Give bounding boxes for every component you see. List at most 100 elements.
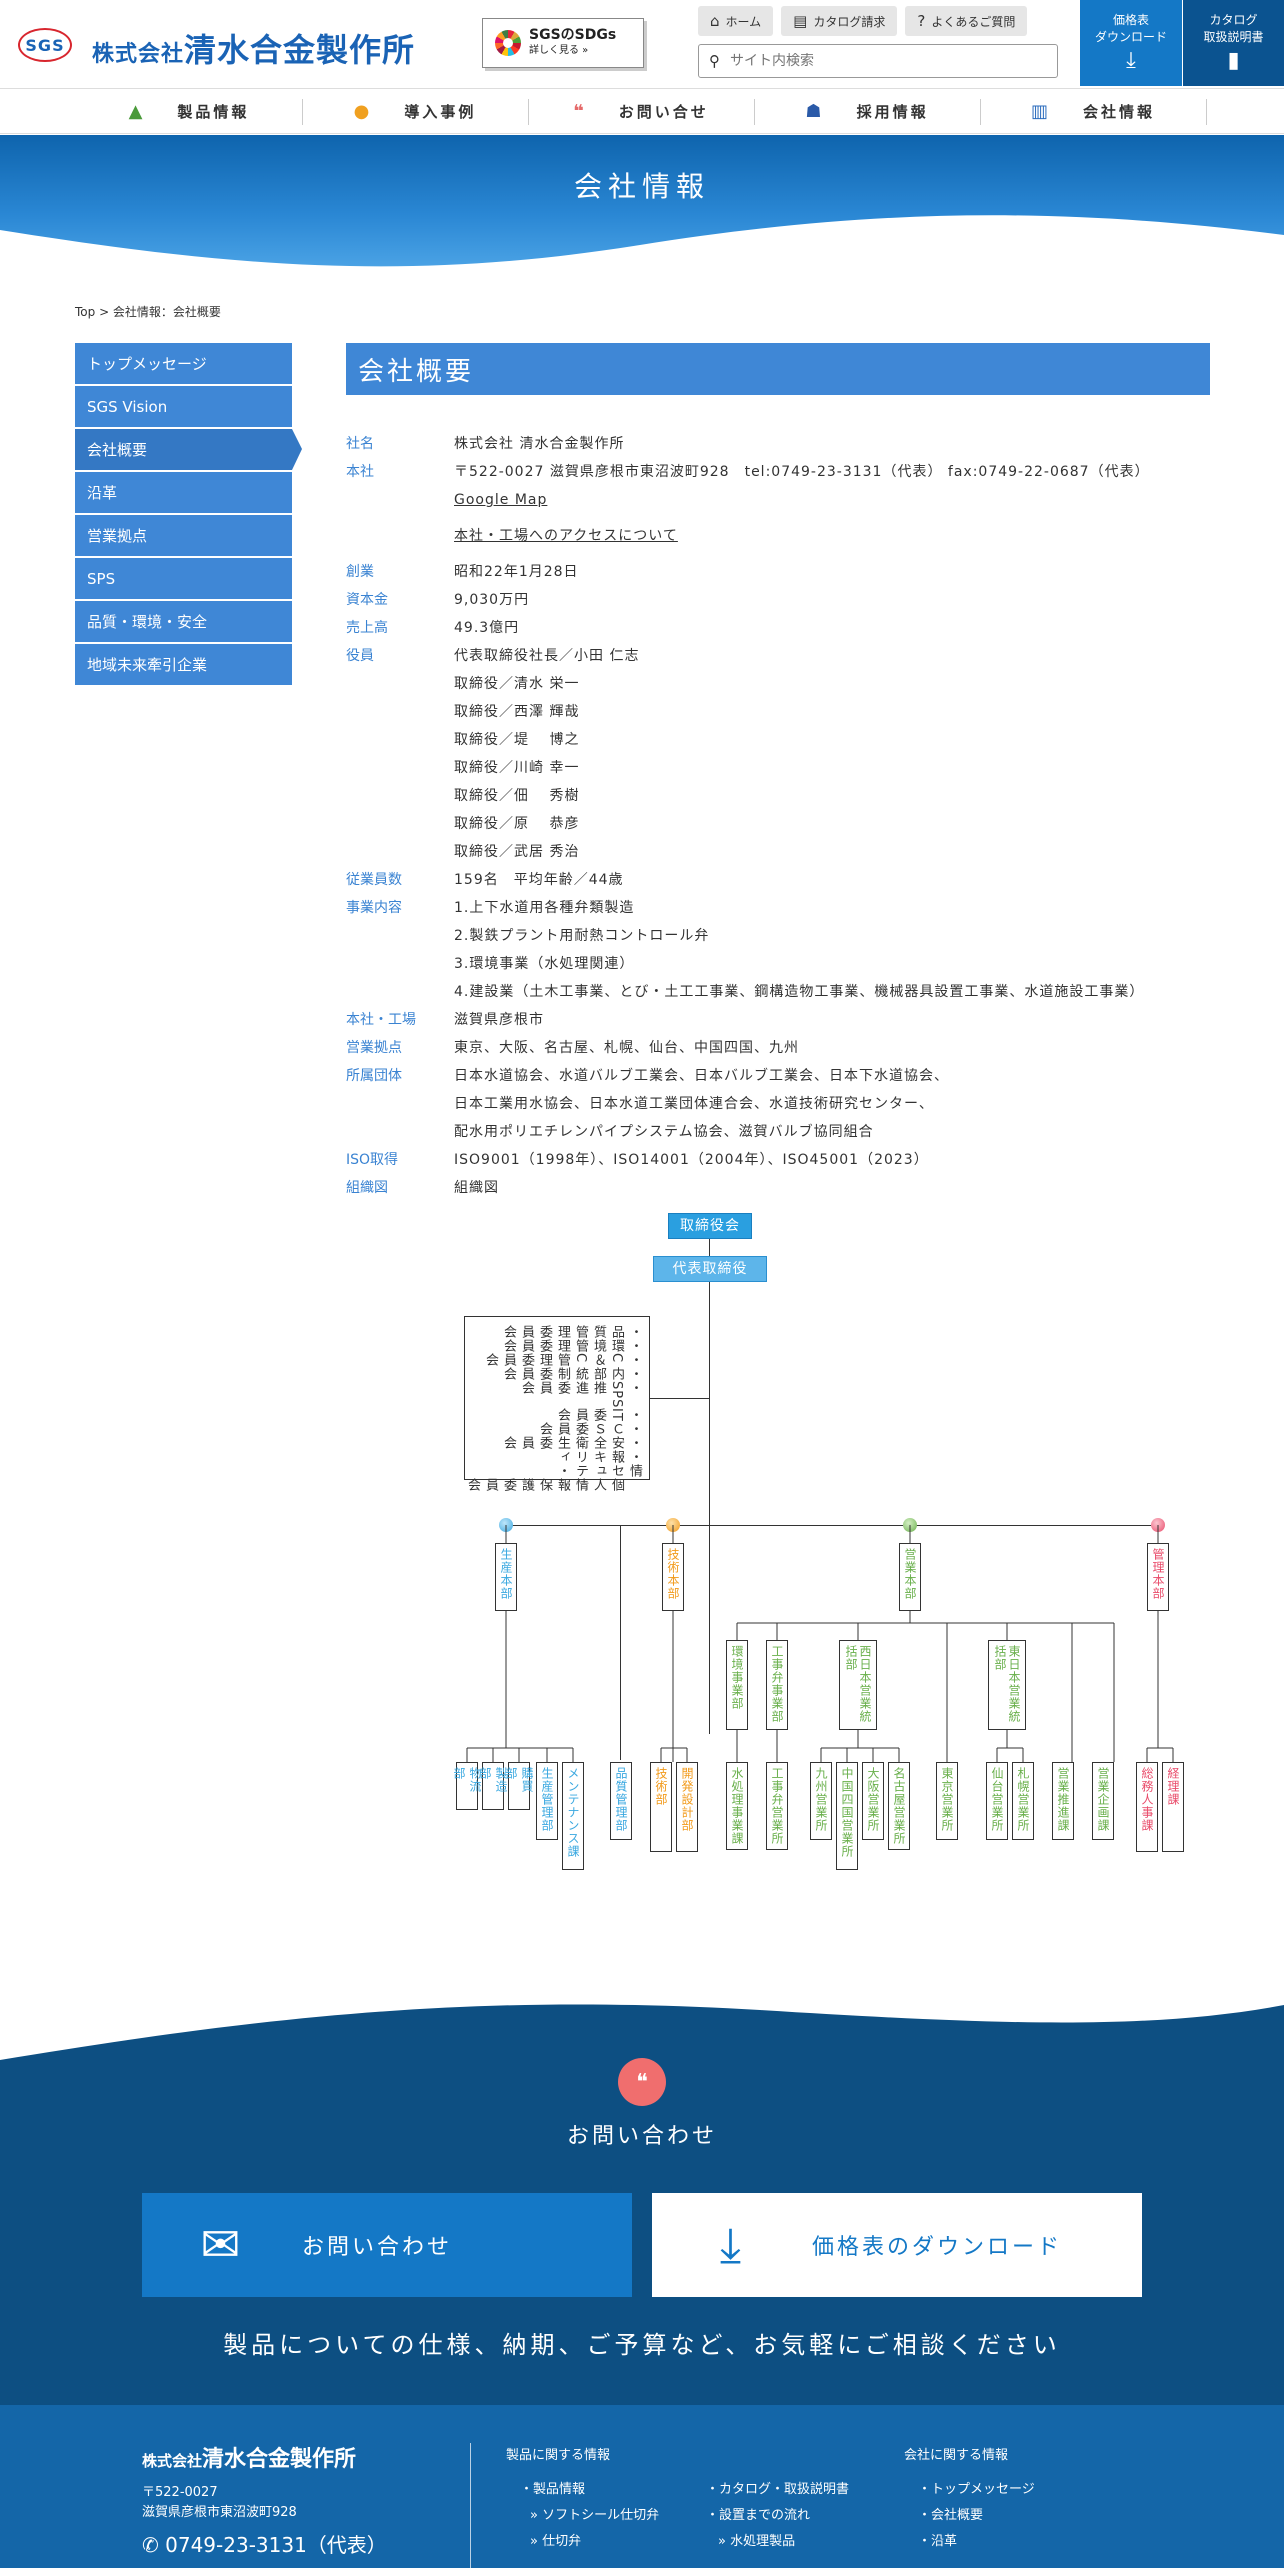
sidebar-item-top-message[interactable]: トップメッセージ xyxy=(75,343,292,384)
price-download-button[interactable]: 価格表ダウンロード ⤓ xyxy=(1080,0,1182,86)
contact-button[interactable]: ✉お問い合わせ xyxy=(142,2193,632,2297)
nav-recruit[interactable]: ☗採用情報 xyxy=(805,100,929,122)
org-sales-west: 西日本営業統括部 xyxy=(839,1640,877,1730)
cta-subtitle: 製品についての仕様、納期、ご予算など、お気軽にご相談ください xyxy=(223,2331,1061,2359)
info-row-org: 組織図組織図 xyxy=(346,1180,499,1196)
logo-prefix: 株式会社 xyxy=(92,42,185,67)
home-icon: ⌂ xyxy=(710,12,720,30)
chat-icon: ❝ xyxy=(573,100,587,122)
sidebar-item-sps[interactable]: SPS xyxy=(75,558,292,599)
org-sales-works: 工事弁事業部 xyxy=(766,1640,788,1730)
catalog-manual-button[interactable]: カタログ取扱説明書 ▮ xyxy=(1183,0,1284,86)
sidebar-item-quality[interactable]: 品質・環境・安全 xyxy=(75,601,292,642)
access-link[interactable]: 本社・工場へのアクセスについて xyxy=(454,528,678,544)
org-leaf-unit: 東京営業所 xyxy=(936,1762,958,1840)
sidebar-item-vision[interactable]: SGS Vision xyxy=(75,386,292,427)
sales-dot xyxy=(903,1518,917,1532)
catalog-request-link[interactable]: ▤カタログ請求 xyxy=(781,6,898,36)
info-row-business: 事業内容 1.上下水道用各種弁類製造 2.製鉄プラント用耐熱コントロール弁 3.… xyxy=(346,900,1145,1000)
download-icon: ⤓ xyxy=(719,2216,745,2273)
faq-link[interactable]: ?よくあるご質問 xyxy=(905,6,1028,36)
site-header: SGS 株式会社清水合金製作所 SGSのSDGs 詳しく見る » ⌂ホーム ▤カタ… xyxy=(0,0,1284,88)
breadcrumb[interactable]: Top > 会社情報：会社概要 xyxy=(75,305,221,319)
google-map-link[interactable]: Google Map xyxy=(454,492,548,508)
admin-dot xyxy=(1151,1518,1165,1532)
info-row-name: 社名株式会社 清水合金製作所 xyxy=(346,436,625,452)
org-leaf-unit: 総務人事課 xyxy=(1136,1762,1158,1852)
price-list-download-button[interactable]: ⤓価格表のダウンロード xyxy=(652,2193,1142,2297)
sdgs-title: SGSのSDGs xyxy=(529,27,617,43)
org-div-admin: 管理本部 xyxy=(1147,1543,1169,1611)
info-row-factory: 本社・工場滋賀県彦根市 xyxy=(346,1012,544,1028)
download-icon: ⤓ xyxy=(1126,48,1136,73)
nav-cases[interactable]: ●導入事例 xyxy=(353,100,477,122)
tech-dot xyxy=(666,1518,680,1532)
org-div-tech: 技術本部 xyxy=(662,1543,684,1611)
wave-shape xyxy=(0,215,1284,280)
org-leaf-unit: メンテナンス課 xyxy=(562,1762,584,1870)
org-president: 代表取締役 xyxy=(653,1256,767,1282)
org-leaf-unit: 開発設計部 xyxy=(676,1762,698,1852)
org-leaf-unit: 大阪営業所 xyxy=(862,1762,884,1840)
org-sales-env: 環境事業部 xyxy=(726,1640,748,1730)
org-committees: ・品質管理委員会・環境管理委員会・C＆C管理委員会・内部統制委員会・SPS推進委… xyxy=(464,1316,650,1492)
org-leaf-unit: 製造部 xyxy=(478,1762,508,1810)
org-div-production: 生産本部 xyxy=(495,1543,517,1611)
sidebar-item-offices[interactable]: 営業拠点 xyxy=(75,515,292,556)
cta-wave xyxy=(0,2004,1284,2405)
nav-company[interactable]: ▥会社情報 xyxy=(1030,100,1156,122)
org-leaf-unit: 品質管理部 xyxy=(610,1762,632,1840)
info-row-address: 本社〒522-0027 滋賀県彦根市東沼波町928 tel:0749-23-31… xyxy=(346,464,1150,480)
org-leaf-unit: 札幌営業所 xyxy=(1012,1762,1034,1840)
info-row-officers: 役員 代表取締役社長／小田 仁志 取締役／清水 栄一 取締役／西澤 輝哉 取締役… xyxy=(346,648,640,860)
search-icon[interactable]: ⚲ xyxy=(709,52,720,70)
footer-catalog-links: ・カタログ・取扱説明書 ・設置までの流れ » 水処理製品 xyxy=(706,2482,850,2549)
org-leaf-unit: 生産管理部 xyxy=(536,1762,558,1840)
search-input[interactable] xyxy=(730,53,1030,69)
sidebar-item-history[interactable]: 沿革 xyxy=(75,472,292,513)
org-leaf-unit: 営業推進課 xyxy=(1052,1762,1074,1840)
mail-icon: ✉ xyxy=(200,2217,244,2273)
chat-icon: ❝ xyxy=(618,2058,666,2106)
org-div-sales: 営業本部 xyxy=(899,1543,921,1611)
sdgs-banner[interactable]: SGSのSDGs 詳しく見る » xyxy=(482,18,644,68)
company-info-table: 社名株式会社 清水合金製作所 本社〒522-0027 滋賀県彦根市東沼波町928… xyxy=(346,430,1210,1202)
contact-cta xyxy=(0,1990,1284,2405)
production-dot xyxy=(499,1518,513,1532)
global-nav: ▲製品情報 ●導入事例 ❝お問い合せ ☗採用情報 ▥会社情報 xyxy=(0,88,1284,134)
top-links: ⌂ホーム ▤カタログ請求 ?よくあるご質問 xyxy=(698,6,1028,36)
sdgs-wheel-icon xyxy=(495,30,521,56)
footer-company-links: 会社に関する情報 ・トップメッセージ ・会社概要 ・沿革 xyxy=(904,2448,1035,2549)
footer-logo[interactable]: 株式会社清水合金製作所 xyxy=(142,2447,357,2472)
sdgs-sub: 詳しく見る » xyxy=(529,45,589,56)
nav-products[interactable]: ▲製品情報 xyxy=(128,100,250,122)
company-logo[interactable]: 株式会社清水合金製作所 xyxy=(92,25,415,71)
info-row-offices: 営業拠点東京、大阪、名古屋、札幌、仙台、中国四国、九州 xyxy=(346,1040,799,1056)
nav-contact[interactable]: ❝お問い合せ xyxy=(573,100,709,122)
org-chart: 取締役会 代表取締役 ・品質管理委員会・環境管理委員会・C＆C管理委員会・内部統… xyxy=(440,1208,1220,1888)
page-title: 会社概要 xyxy=(346,343,1210,395)
people-icon: ☗ xyxy=(805,100,825,122)
sgs-logo-mark[interactable]: SGS xyxy=(18,28,72,62)
info-row-founded: 創業昭和22年1月28日 xyxy=(346,564,579,580)
org-leaf-unit: 購買部 xyxy=(504,1762,534,1810)
sidebar-item-company-profile[interactable]: 会社概要 xyxy=(75,429,302,470)
footer-product-links: 製品に関する情報 ・製品情報 » ソフトシール仕切弁 » 仕切弁 xyxy=(506,2448,660,2549)
info-row-groups: 所属団体 日本水道協会、水道バルブ工業会、日本バルブ工業会、日本下水道協会、 日… xyxy=(346,1068,949,1140)
home-link[interactable]: ⌂ホーム xyxy=(698,6,774,36)
org-board: 取締役会 xyxy=(668,1213,752,1239)
phone-icon: ✆ xyxy=(142,2533,159,2557)
org-leaf-unit: 工事弁営業所 xyxy=(766,1762,788,1850)
org-leaf-unit: 九州営業所 xyxy=(810,1762,832,1840)
org-leaf-unit: 名古屋営業所 xyxy=(888,1762,910,1850)
sidebar-item-regional[interactable]: 地域未来牽引企業 xyxy=(75,644,292,685)
logo-name: 清水合金製作所 xyxy=(184,31,416,69)
drop-icon: ● xyxy=(353,100,373,122)
footer-tel[interactable]: ✆ 0749-23-3131（代表） xyxy=(142,2533,387,2557)
org-leaf-unit: 技術部 xyxy=(650,1762,672,1852)
